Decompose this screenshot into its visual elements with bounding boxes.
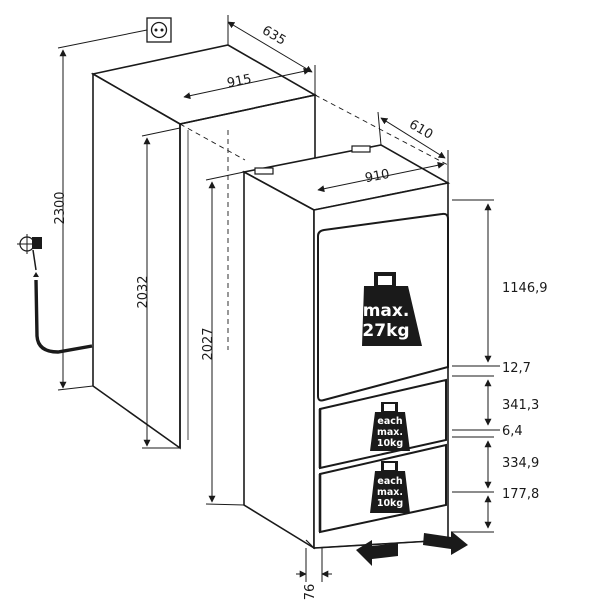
drawer1-weight-line3: 10kg (377, 438, 403, 449)
dim-gap-1: 12,7 (502, 361, 531, 376)
dim-appliance-depth: 610 (406, 117, 435, 142)
drawer2-weight-line3: 10kg (377, 498, 403, 509)
water-tap-icon (17, 234, 93, 354)
drawer1-weight-line1: each (377, 416, 402, 427)
appliance (241, 144, 451, 550)
dim-upper-door: 1146,9 (502, 281, 548, 296)
dim-inner-niche-height: 2032 (136, 275, 151, 308)
dim-gap-2: 6,4 (502, 424, 523, 439)
drawer2-weight-line1: each (377, 476, 402, 487)
dim-niche-depth: 635 (259, 23, 288, 48)
dim-niche-width: 915 (226, 72, 253, 91)
dim-plinth-depth: 76 (303, 584, 318, 600)
airflow-arrow-icon (423, 531, 468, 555)
dim-drawer-1: 341,3 (502, 398, 539, 413)
power-socket-icon (146, 17, 172, 43)
drawer1-weight-line2: max. (377, 427, 403, 438)
weight-label-line1: max. (363, 301, 410, 321)
dimension-labels: 2300 635 915 2032 610 910 2027 1146,9 12… (53, 23, 548, 600)
dim-appliance-width: 910 (364, 167, 391, 186)
dim-niche-height: 2300 (53, 191, 68, 224)
weight-label-line2: 27kg (362, 321, 409, 341)
airflow-arrow-icon (356, 540, 398, 566)
weight-icon: max. 27kg (362, 272, 422, 346)
dim-drawer-2: 334,9 (502, 456, 539, 471)
dim-plinth: 177,8 (502, 487, 539, 502)
drawer2-weight-line2: max. (377, 487, 403, 498)
weight-icon: each max. 10kg (370, 402, 410, 451)
weight-icon: each max. 10kg (370, 461, 410, 513)
dimension-lines (57, 15, 500, 582)
dim-appliance-height: 2027 (201, 327, 216, 360)
